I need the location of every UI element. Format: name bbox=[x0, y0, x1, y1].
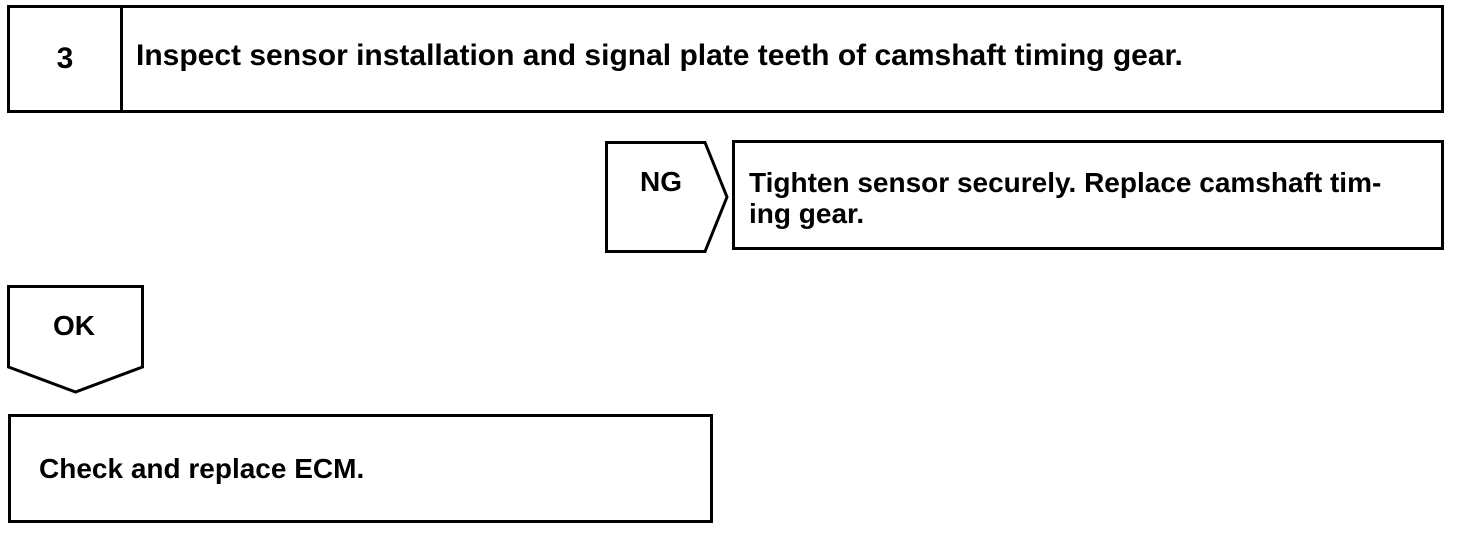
ng-result-text: Tighten sensor securely. Replace camshaf… bbox=[749, 167, 1439, 229]
final-action-text: Check and replace ECM. bbox=[39, 452, 365, 484]
step-description: Inspect sensor installation and signal p… bbox=[136, 39, 1183, 72]
ng-label: NG bbox=[640, 166, 682, 197]
ok-label: OK bbox=[53, 310, 95, 341]
step-box: 3 Inspect sensor installation and signal… bbox=[7, 5, 1444, 113]
final-action-box: Check and replace ECM. bbox=[8, 414, 713, 523]
ng-result-line-2: ing gear. bbox=[749, 198, 865, 229]
ng-arrow-shape bbox=[605, 141, 729, 253]
ng-result-box: Tighten sensor securely. Replace camshaf… bbox=[732, 140, 1444, 250]
step-number: 3 bbox=[10, 8, 123, 110]
ng-result-line-1: Tighten sensor securely. Replace camshaf… bbox=[749, 167, 1382, 198]
ok-arrow-shape bbox=[7, 285, 144, 394]
